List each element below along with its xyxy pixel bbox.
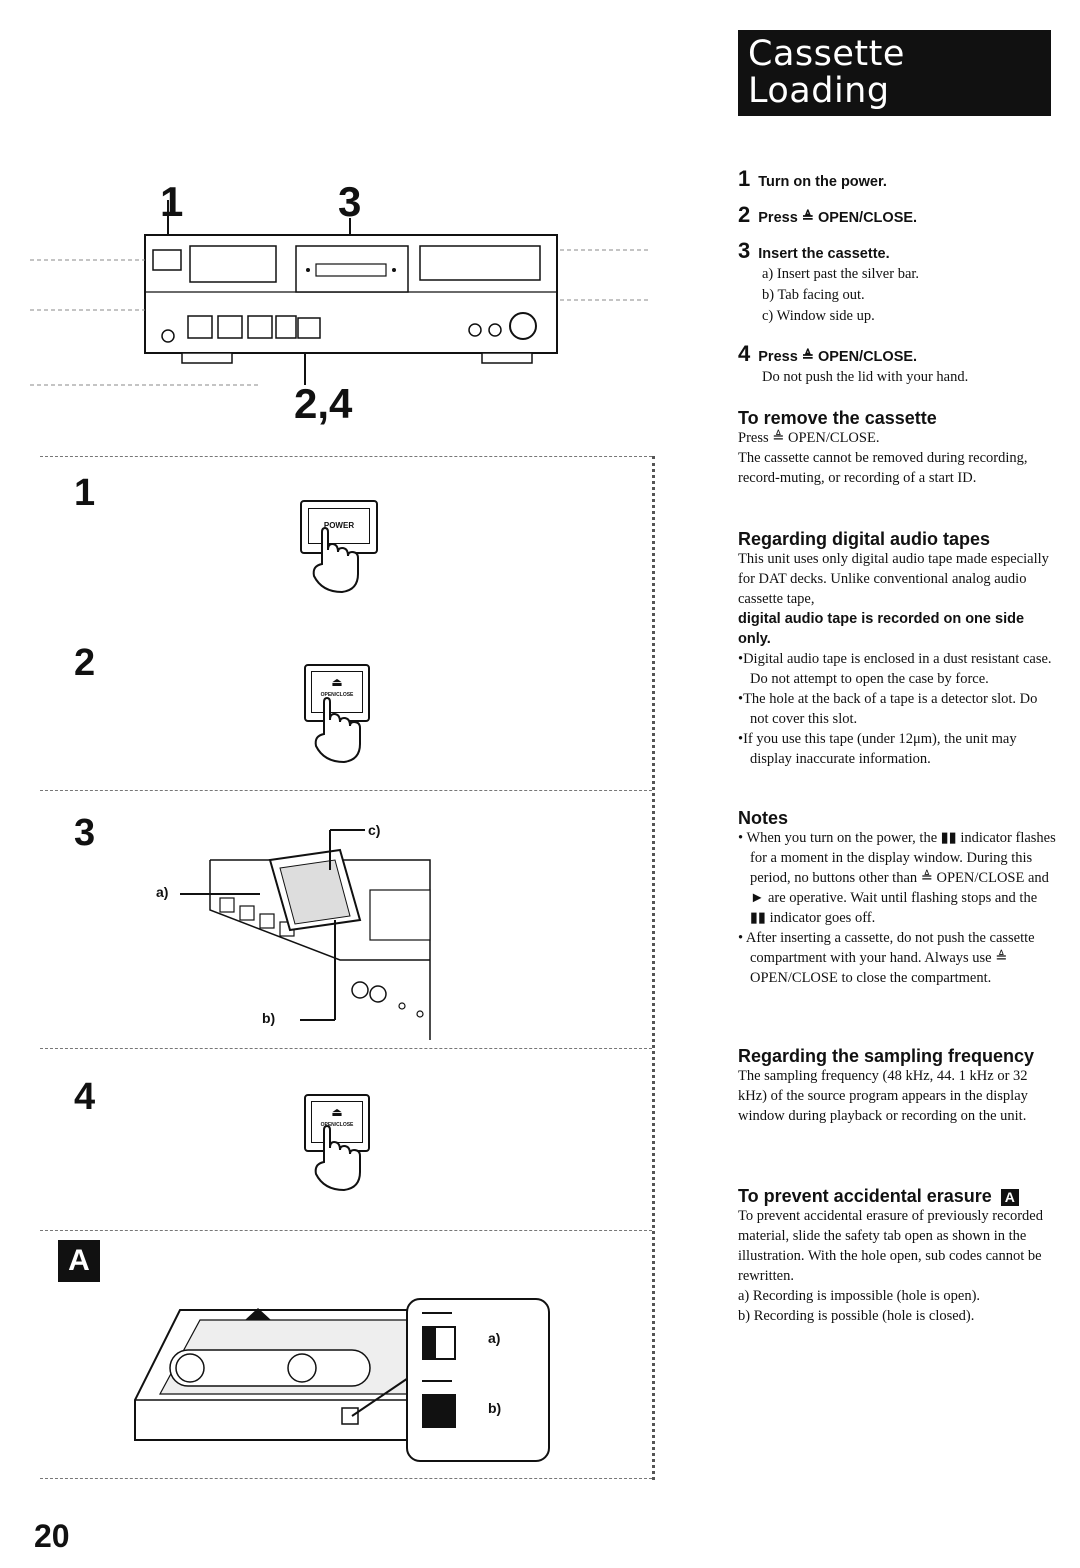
page-title: Cassette Loading — [738, 30, 1051, 116]
arrow-left-icon — [422, 1312, 452, 1314]
step-label-4: 4 — [74, 1076, 96, 1118]
page-number: 20 — [34, 1518, 70, 1554]
notes-bullet-1: • When you turn on the power, the ▮▮ ind… — [738, 830, 1056, 926]
separator — [40, 1478, 652, 1479]
dat-bold: digital audio tape is recorded on one si… — [738, 611, 1025, 647]
tab-label-a: a) — [488, 1330, 501, 1346]
erasure-item-a: a) Recording is impossible (hole is open… — [738, 1288, 981, 1304]
dat-bullet-1: •Digital audio tape is enclosed in a dus… — [738, 651, 1052, 687]
erasure-heading: To prevent accidental erasure A — [738, 1186, 1056, 1206]
dat-bullet-3: •If you use this tape (under 12μm), the … — [738, 731, 1017, 767]
separator — [40, 790, 652, 791]
cassette-insertion-illustration — [180, 829, 431, 1040]
label-b: b) — [262, 1010, 276, 1026]
tab-label-b: b) — [488, 1400, 502, 1416]
dat-heading: Regarding digital audio tapes — [738, 529, 991, 549]
eject-icon: ⏏ — [331, 675, 343, 689]
label-a: a) — [156, 884, 169, 900]
notes-heading: Notes — [738, 808, 789, 828]
title-line-2: Loading — [748, 71, 890, 111]
erasure-body: To prevent accidental erasure of previou… — [738, 1208, 1043, 1284]
safety-tab-detail: a) b) — [406, 1298, 550, 1462]
tab-open-icon — [422, 1326, 456, 1360]
openclose-label: OPEN/CLOSE — [320, 692, 354, 698]
step-label-2: 2 — [74, 642, 96, 684]
step-3-sub-b: b) Tab facing out. — [762, 287, 865, 303]
dat-bullet-2: •The hole at the back of a tape is a det… — [738, 691, 1038, 727]
dat-body: This unit uses only digital audio tape m… — [738, 551, 1049, 607]
remove-section: To remove the cassette Press ≜ OPEN/CLOS… — [738, 408, 1056, 488]
sampling-body: The sampling frequency (48 kHz, 44. 1 kH… — [738, 1068, 1028, 1124]
callout-1: 1 — [160, 178, 184, 225]
hand-icon — [314, 696, 361, 764]
separator — [40, 1230, 652, 1231]
step-4-note: Do not push the lid with your hand. — [762, 369, 969, 385]
notes-section: Notes • When you turn on the power, the … — [738, 808, 1056, 988]
erasure-section: To prevent accidental erasure A To preve… — [738, 1186, 1056, 1326]
step-3-sub-c: c) Window side up. — [762, 308, 875, 324]
separator — [40, 1048, 652, 1049]
step-3-sub-a: a) Insert past the silver bar. — [762, 266, 920, 282]
callout-3: 3 — [338, 178, 362, 225]
title-line-1: Cassette — [748, 34, 905, 74]
hand-icon — [314, 1124, 361, 1192]
tab-closed-icon — [422, 1394, 456, 1428]
label-c: c) — [368, 822, 381, 838]
hand-icon — [312, 526, 359, 594]
remove-body: The cassette cannot be removed during re… — [738, 450, 1028, 486]
arrow-right-icon — [422, 1380, 452, 1382]
separator — [40, 456, 652, 457]
erasure-item-b: b) Recording is possible (hole is closed… — [738, 1308, 975, 1324]
deck-illustration — [30, 200, 650, 386]
right-edge-rule — [652, 456, 659, 1480]
dat-section: Regarding digital audio tapes This unit … — [738, 529, 1056, 769]
sampling-section: Regarding the sampling frequency The sam… — [738, 1046, 1056, 1126]
sampling-heading: Regarding the sampling frequency — [738, 1046, 1035, 1066]
notes-bullet-2: • After inserting a cassette, do not pus… — [738, 930, 1035, 986]
openclose-label: OPEN/CLOSE — [320, 1122, 354, 1128]
erasure-badge: A — [1000, 1189, 1019, 1206]
callout-2-4: 2,4 — [294, 380, 353, 427]
power-label: POWER — [308, 508, 370, 544]
remove-heading: To remove the cassette — [738, 408, 937, 428]
step-label-1: 1 — [74, 472, 96, 514]
eject-icon: ⏏ — [331, 1105, 343, 1119]
remove-line1: Press ≜ OPEN/CLOSE. — [738, 430, 880, 446]
section-a-badge: A — [58, 1240, 100, 1282]
step-label-3: 3 — [74, 812, 96, 854]
